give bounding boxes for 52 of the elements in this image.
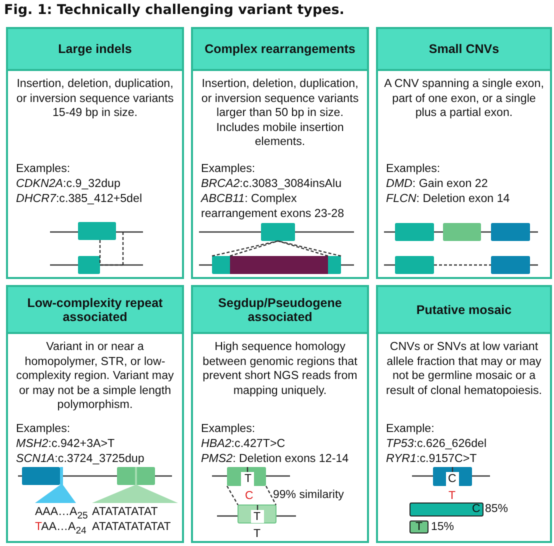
description: Variant in or near a homopolymer, STR, or low-complexity region. Variant may or may not be a simple length polymorphism. <box>15 340 175 412</box>
example-text: DMD: Gain exon 22 <box>386 177 489 192</box>
card-title: Segdup/Pseudogene associated <box>193 287 367 334</box>
examples-heading: Examples: <box>386 162 440 176</box>
example-text: BRCA2:c.3083_3084insAlu <box>201 177 343 192</box>
example-text: RYR1:c.9157C>T <box>386 452 478 466</box>
base-letter: C <box>472 503 480 516</box>
variant-card <box>376 285 552 543</box>
card-title: Complex rearrangements <box>193 29 367 71</box>
base-letter: C <box>448 473 456 486</box>
base-letter: T <box>254 511 261 524</box>
examples-heading: Examples: <box>16 162 70 176</box>
example-text: SCN1A:c.3724_3725dup <box>16 452 146 466</box>
base-letter: T <box>448 490 456 503</box>
example-text: TP53:c.626_626del <box>386 437 488 452</box>
similarity-label: 99% similarity <box>273 489 344 502</box>
example-text: PMS2: Deletion exons 12-14 <box>201 452 350 466</box>
examples-heading: Example: <box>386 422 434 436</box>
description: CNVs or SNVs at low variant allele fraction that may or may not be germline mosaic or a result of clonal hematopoiesis. <box>385 340 543 398</box>
example-text: CDKN2A:c.9_32dup <box>16 177 122 192</box>
examples-heading: Examples: <box>16 422 70 436</box>
example-text: MSH2:c.942+3A>T <box>16 437 116 452</box>
example-text: FLCN: Deletion exon 14 <box>386 192 511 206</box>
variant-card <box>6 27 184 279</box>
description: Insertion, deletion, duplication, or inversion sequence variants larger than 50 bp in size. Includes mobile insertion elements. <box>200 77 360 150</box>
card-title: Large indels <box>8 29 182 71</box>
base-letter: T <box>254 528 261 541</box>
variant-card <box>376 27 552 279</box>
example-text: HBA2:c.427T>C <box>201 437 286 452</box>
base-letter: T <box>244 473 252 486</box>
variant-card <box>191 285 369 543</box>
percentage-label: 85% <box>485 503 508 516</box>
sequence-text: ATATATATATAT <box>92 521 171 534</box>
card-title: Small CNVs <box>378 29 550 71</box>
sequence-text: ATATATATAT <box>92 506 158 519</box>
description: High sequence homology between genomic regions that prevent short NGS reads from mapping uniquely. <box>202 340 358 398</box>
figure-title: Fig. 1: Technically challenging variant types. <box>4 2 344 18</box>
example-text: ABCB11: Complex rearrangement exons 23-28 <box>201 192 346 221</box>
description: Insertion, deletion, duplication, or inversion sequence variants 15-49 bp in size. <box>15 77 175 120</box>
base-letter: T <box>416 521 423 534</box>
examples-heading: Examples: <box>201 162 256 176</box>
base-letter: C <box>245 490 254 503</box>
sequence-text: AAA…A$_{25}$ <box>35 506 88 522</box>
percentage-label: 15% <box>431 521 454 534</box>
card-title: Low-complexity repeat associated <box>8 287 182 334</box>
description: A CNV spanning a single exon, part of one exon, or a single plus a partial exon. <box>384 77 544 120</box>
example-text: DHCR7:c.385_412+5del <box>16 192 144 206</box>
variant-card <box>6 285 184 543</box>
examples-heading: Examples: <box>201 422 256 436</box>
card-title: Putative mosaic <box>378 287 550 334</box>
variant-card <box>191 27 369 279</box>
sequence-text: TAA…A$_{24}$ <box>35 521 86 538</box>
